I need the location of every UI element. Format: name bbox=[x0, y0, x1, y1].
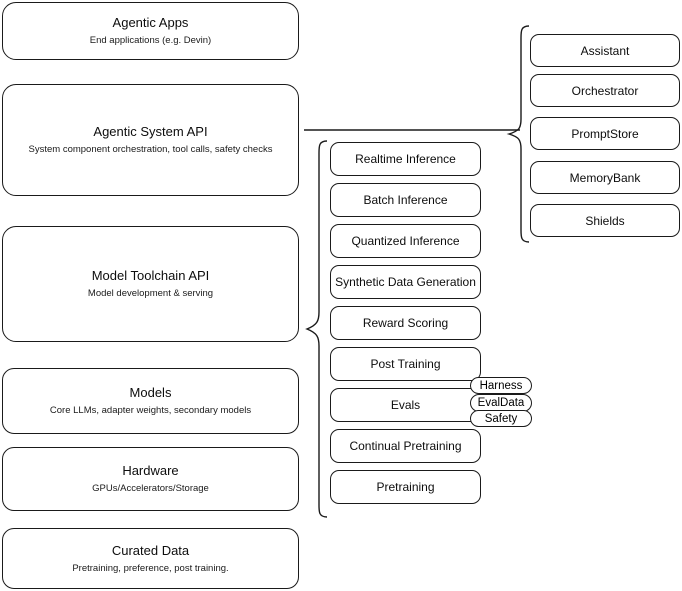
layer-box-models: Models Core LLMs, adapter weights, secon… bbox=[2, 368, 299, 434]
component-box-assistant: Assistant bbox=[530, 34, 680, 67]
layer-title: Models bbox=[129, 385, 172, 400]
component-box-memorybank: MemoryBank bbox=[530, 161, 680, 194]
layer-subtitle: Core LLMs, adapter weights, secondary mo… bbox=[49, 405, 252, 416]
layer-box-agentic-system-api: Agentic System API System component orch… bbox=[2, 84, 299, 196]
capability-box-continual-pretraining: Continual Pretraining bbox=[330, 429, 481, 463]
capability-box-evals: Evals bbox=[330, 388, 481, 422]
capability-box-quantized-inference: Quantized Inference bbox=[330, 224, 481, 258]
component-box-orchestrator: Orchestrator bbox=[530, 74, 680, 107]
evals-pill-evaldata: EvalData bbox=[470, 394, 532, 412]
layer-subtitle: GPUs/Accelerators/Storage bbox=[92, 483, 209, 494]
layer-title: Curated Data bbox=[111, 542, 190, 558]
capability-box-synthetic-data-generation: Synthetic Data Generation bbox=[330, 265, 481, 299]
layer-box-curated-data: Curated Data Pretraining, preference, po… bbox=[2, 528, 299, 589]
evals-pill-label: EvalData bbox=[477, 397, 525, 409]
brace-agentic-system bbox=[506, 25, 530, 243]
component-box-shields: Shields bbox=[530, 204, 680, 237]
layer-subtitle: End applications (e.g. Devin) bbox=[89, 35, 212, 46]
capability-title: Realtime Inference bbox=[355, 152, 456, 166]
component-title: Assistant bbox=[580, 43, 630, 58]
capability-box-pretraining: Pretraining bbox=[330, 470, 481, 504]
capability-title: Quantized Inference bbox=[351, 234, 460, 248]
component-title: PromptStore bbox=[571, 126, 639, 141]
capability-box-post-training: Post Training bbox=[330, 347, 481, 381]
capability-box-batch-inference: Batch Inference bbox=[330, 183, 481, 217]
layer-box-agentic-apps: Agentic Apps End applications (e.g. Devi… bbox=[2, 2, 299, 60]
capability-title: Batch Inference bbox=[363, 193, 448, 207]
component-box-promptstore: PromptStore bbox=[530, 117, 680, 150]
capability-title: Pretraining bbox=[376, 480, 435, 494]
evals-pill-harness: Harness bbox=[470, 377, 532, 394]
capability-title: Evals bbox=[390, 398, 421, 412]
evals-pill-safety: Safety bbox=[470, 410, 532, 427]
layer-title: Model Toolchain API bbox=[91, 268, 210, 283]
layer-title: Agentic Apps bbox=[112, 15, 189, 30]
evals-pill-label: Safety bbox=[484, 412, 518, 425]
connector-line-system-api-to-components bbox=[304, 124, 520, 136]
brace-model-toolchain bbox=[305, 140, 328, 518]
capability-title: Continual Pretraining bbox=[349, 439, 462, 453]
evals-pill-label: Harness bbox=[479, 379, 523, 392]
layer-box-hardware: Hardware GPUs/Accelerators/Storage bbox=[2, 447, 299, 511]
capability-box-realtime-inference: Realtime Inference bbox=[330, 142, 481, 176]
component-title: Shields bbox=[585, 213, 625, 228]
component-title: MemoryBank bbox=[569, 170, 641, 185]
capability-title: Synthetic Data Generation bbox=[335, 275, 476, 289]
component-title: Orchestrator bbox=[571, 83, 639, 98]
layer-subtitle: System component orchestration, tool cal… bbox=[28, 144, 273, 155]
capability-box-reward-scoring: Reward Scoring bbox=[330, 306, 481, 340]
capability-title: Post Training bbox=[370, 357, 441, 371]
layer-subtitle: Pretraining, preference, post training. bbox=[72, 562, 229, 574]
layer-subtitle: Model development & serving bbox=[87, 288, 214, 299]
capability-title: Reward Scoring bbox=[362, 316, 449, 330]
layer-title: Agentic System API bbox=[93, 124, 208, 139]
layer-box-model-toolchain-api: Model Toolchain API Model development & … bbox=[2, 226, 299, 342]
layer-title: Hardware bbox=[122, 463, 179, 478]
